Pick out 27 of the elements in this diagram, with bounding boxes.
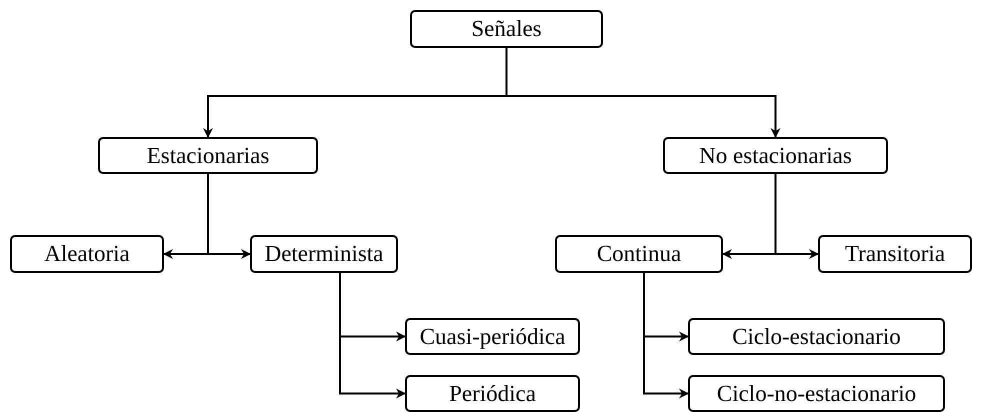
category-box — [555, 235, 723, 273]
category-label: Transitoria — [844, 241, 946, 267]
arrow — [643, 273, 689, 398]
category-box — [688, 318, 945, 355]
category-box — [98, 137, 318, 174]
arrow — [506, 48, 780, 138]
category-box — [688, 375, 945, 412]
category-label: Señales — [471, 16, 542, 42]
category-label: Determinista — [264, 241, 384, 267]
category-label: Aleatoria — [44, 241, 130, 267]
category-label: Cuasi-periódica — [420, 324, 566, 350]
category-label: Continua — [596, 241, 682, 267]
category-box — [405, 318, 580, 355]
category-box — [405, 375, 580, 412]
arrow — [339, 273, 406, 398]
arrow — [207, 174, 251, 259]
category-label: Periódica — [449, 380, 536, 406]
category-label: No estacionarias — [699, 142, 852, 168]
category-box — [818, 235, 972, 273]
category-box — [10, 235, 164, 273]
arrow — [774, 174, 819, 259]
category-box — [250, 235, 398, 273]
category-label: Ciclo-estacionario — [732, 324, 901, 350]
category-box — [663, 137, 888, 174]
category-box — [410, 10, 603, 48]
category-label: Ciclo-no-estacionario — [716, 380, 916, 406]
category-label: Estacionarias — [146, 142, 270, 168]
